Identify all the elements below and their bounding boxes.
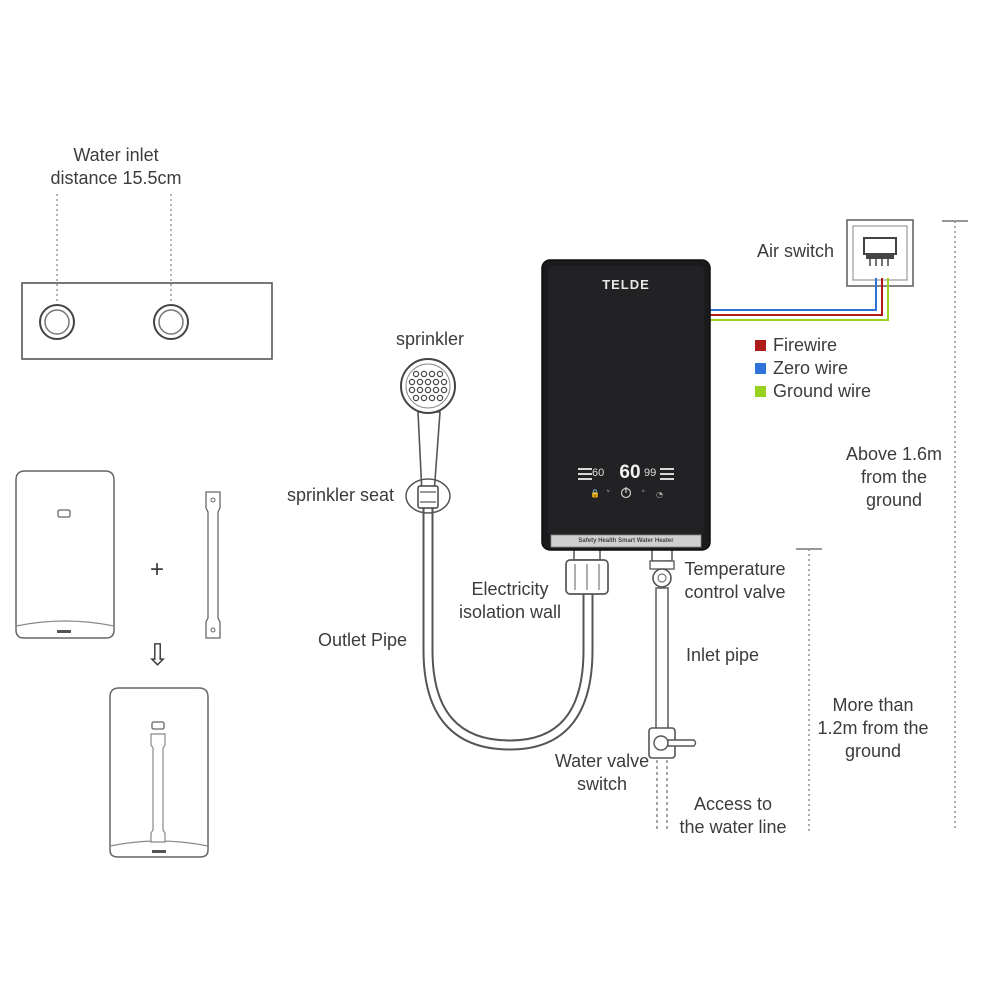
isolation-wall-line2: isolation wall (458, 602, 562, 622)
wall-plate (21, 194, 273, 360)
nozzle-hole (440, 378, 448, 386)
access-line1: Access to (693, 794, 773, 814)
inlet-distance-line1: Water inlet (73, 145, 159, 165)
height-marker-heater (796, 548, 822, 832)
inlet-pipe-label: Inlet pipe (686, 645, 760, 665)
legend-item-firewire: Firewire (755, 334, 871, 357)
nozzle-hole (428, 394, 436, 402)
above-line3: ground (865, 490, 923, 510)
legend-item-zero-wire: Zero wire (755, 357, 871, 380)
water-valve-line1: Water valve (554, 751, 650, 771)
down-arrow-icon: ⇩ (145, 639, 171, 672)
nozzle-hole (420, 394, 428, 402)
air-switch-height-label: Above 1.6m from the ground (834, 443, 954, 512)
nozzle-hole (408, 378, 416, 386)
water-valve-line2: switch (576, 774, 627, 794)
inlet-distance-line2: distance 15.5cm (50, 168, 182, 188)
nozzle-hole (424, 386, 432, 394)
nozzle-hole (416, 386, 424, 394)
outlet-pipe-label: Outlet Pipe (318, 630, 408, 650)
brand-logo: TELDE (602, 277, 650, 292)
firewire-swatch (755, 340, 766, 351)
zero-wire-label: Zero wire (773, 358, 849, 378)
above-line2: from the (860, 467, 928, 487)
legend-item-ground-wire: Ground wire (755, 380, 871, 403)
water-line-access-label: Access to the water line (672, 793, 794, 839)
temperature-control-valve (649, 548, 675, 588)
temp-valve-line2: control valve (684, 582, 786, 602)
nozzle-hole (432, 378, 440, 386)
isolation-wall-line1: Electricity (471, 579, 549, 599)
nozzle-hole (408, 386, 416, 394)
lock-icon: 🔒 (590, 489, 600, 498)
firewire-label: Firewire (773, 335, 838, 355)
temp-valve-line1: Temperature (684, 559, 786, 579)
mounting-bracket (205, 491, 221, 639)
ground-wire-label: Ground wire (773, 381, 872, 401)
nozzle-hole (428, 370, 436, 378)
inlet-distance-label: Water inlet distance 15.5cm (28, 144, 204, 190)
nozzle-hole (424, 378, 432, 386)
nozzle-hole (416, 378, 424, 386)
heater-back-panel (15, 470, 115, 639)
front-strip-text: Safety Health Smart Water Heater (578, 538, 674, 544)
air-switch-label: Air switch (757, 241, 835, 261)
assembled-heater (109, 687, 209, 858)
mode-icon: ◔ (656, 490, 663, 499)
sprinkler-seat (405, 478, 451, 514)
display-right-readout: 99 (644, 467, 657, 479)
more-line1: More than (832, 695, 914, 715)
above-line1: Above 1.6m (845, 444, 943, 464)
down-arrow-icon: ˅ (606, 490, 611, 500)
sprinkler-nozzles (408, 370, 448, 402)
more-line2: 1.2m from the (817, 718, 929, 738)
nozzle-hole (440, 386, 448, 394)
plus-symbol: + (150, 556, 165, 583)
nozzle-hole (412, 394, 420, 402)
isolation-wall-label: Electricity isolation wall (448, 578, 572, 624)
temperature-valve-label: Temperature control valve (676, 558, 794, 604)
height-marker-air-switch (942, 220, 968, 828)
nozzle-hole (412, 370, 420, 378)
nozzle-hole (432, 386, 440, 394)
water-valve-switch (648, 727, 697, 759)
air-switch (846, 219, 914, 287)
more-line3: ground (844, 741, 902, 761)
sprinkler-label: sprinkler (396, 329, 465, 349)
up-arrow-icon: ˄ (641, 490, 646, 500)
inlet-pipe (655, 587, 669, 832)
display-left-readout: 60 (592, 467, 605, 479)
water-valve-label: Water valve switch (540, 750, 664, 796)
heater-height-label: More than 1.2m from the ground (810, 694, 936, 763)
nozzle-hole (436, 394, 444, 402)
sprinkler-seat-label: sprinkler seat (287, 485, 395, 505)
water-heater (541, 259, 711, 551)
nozzle-hole (436, 370, 444, 378)
ground-wire-swatch (755, 386, 766, 397)
nozzle-hole (420, 370, 428, 378)
zero-wire-swatch (755, 363, 766, 374)
wires (708, 278, 889, 321)
access-line2: the water line (679, 817, 787, 837)
outlet-nut (565, 548, 609, 595)
wire-legend: Firewire Zero wire Ground wire (755, 334, 871, 403)
display-panel: 🔒 ˅ ˄ ◔ (578, 468, 674, 500)
display-main-readout: 60 (619, 462, 641, 483)
